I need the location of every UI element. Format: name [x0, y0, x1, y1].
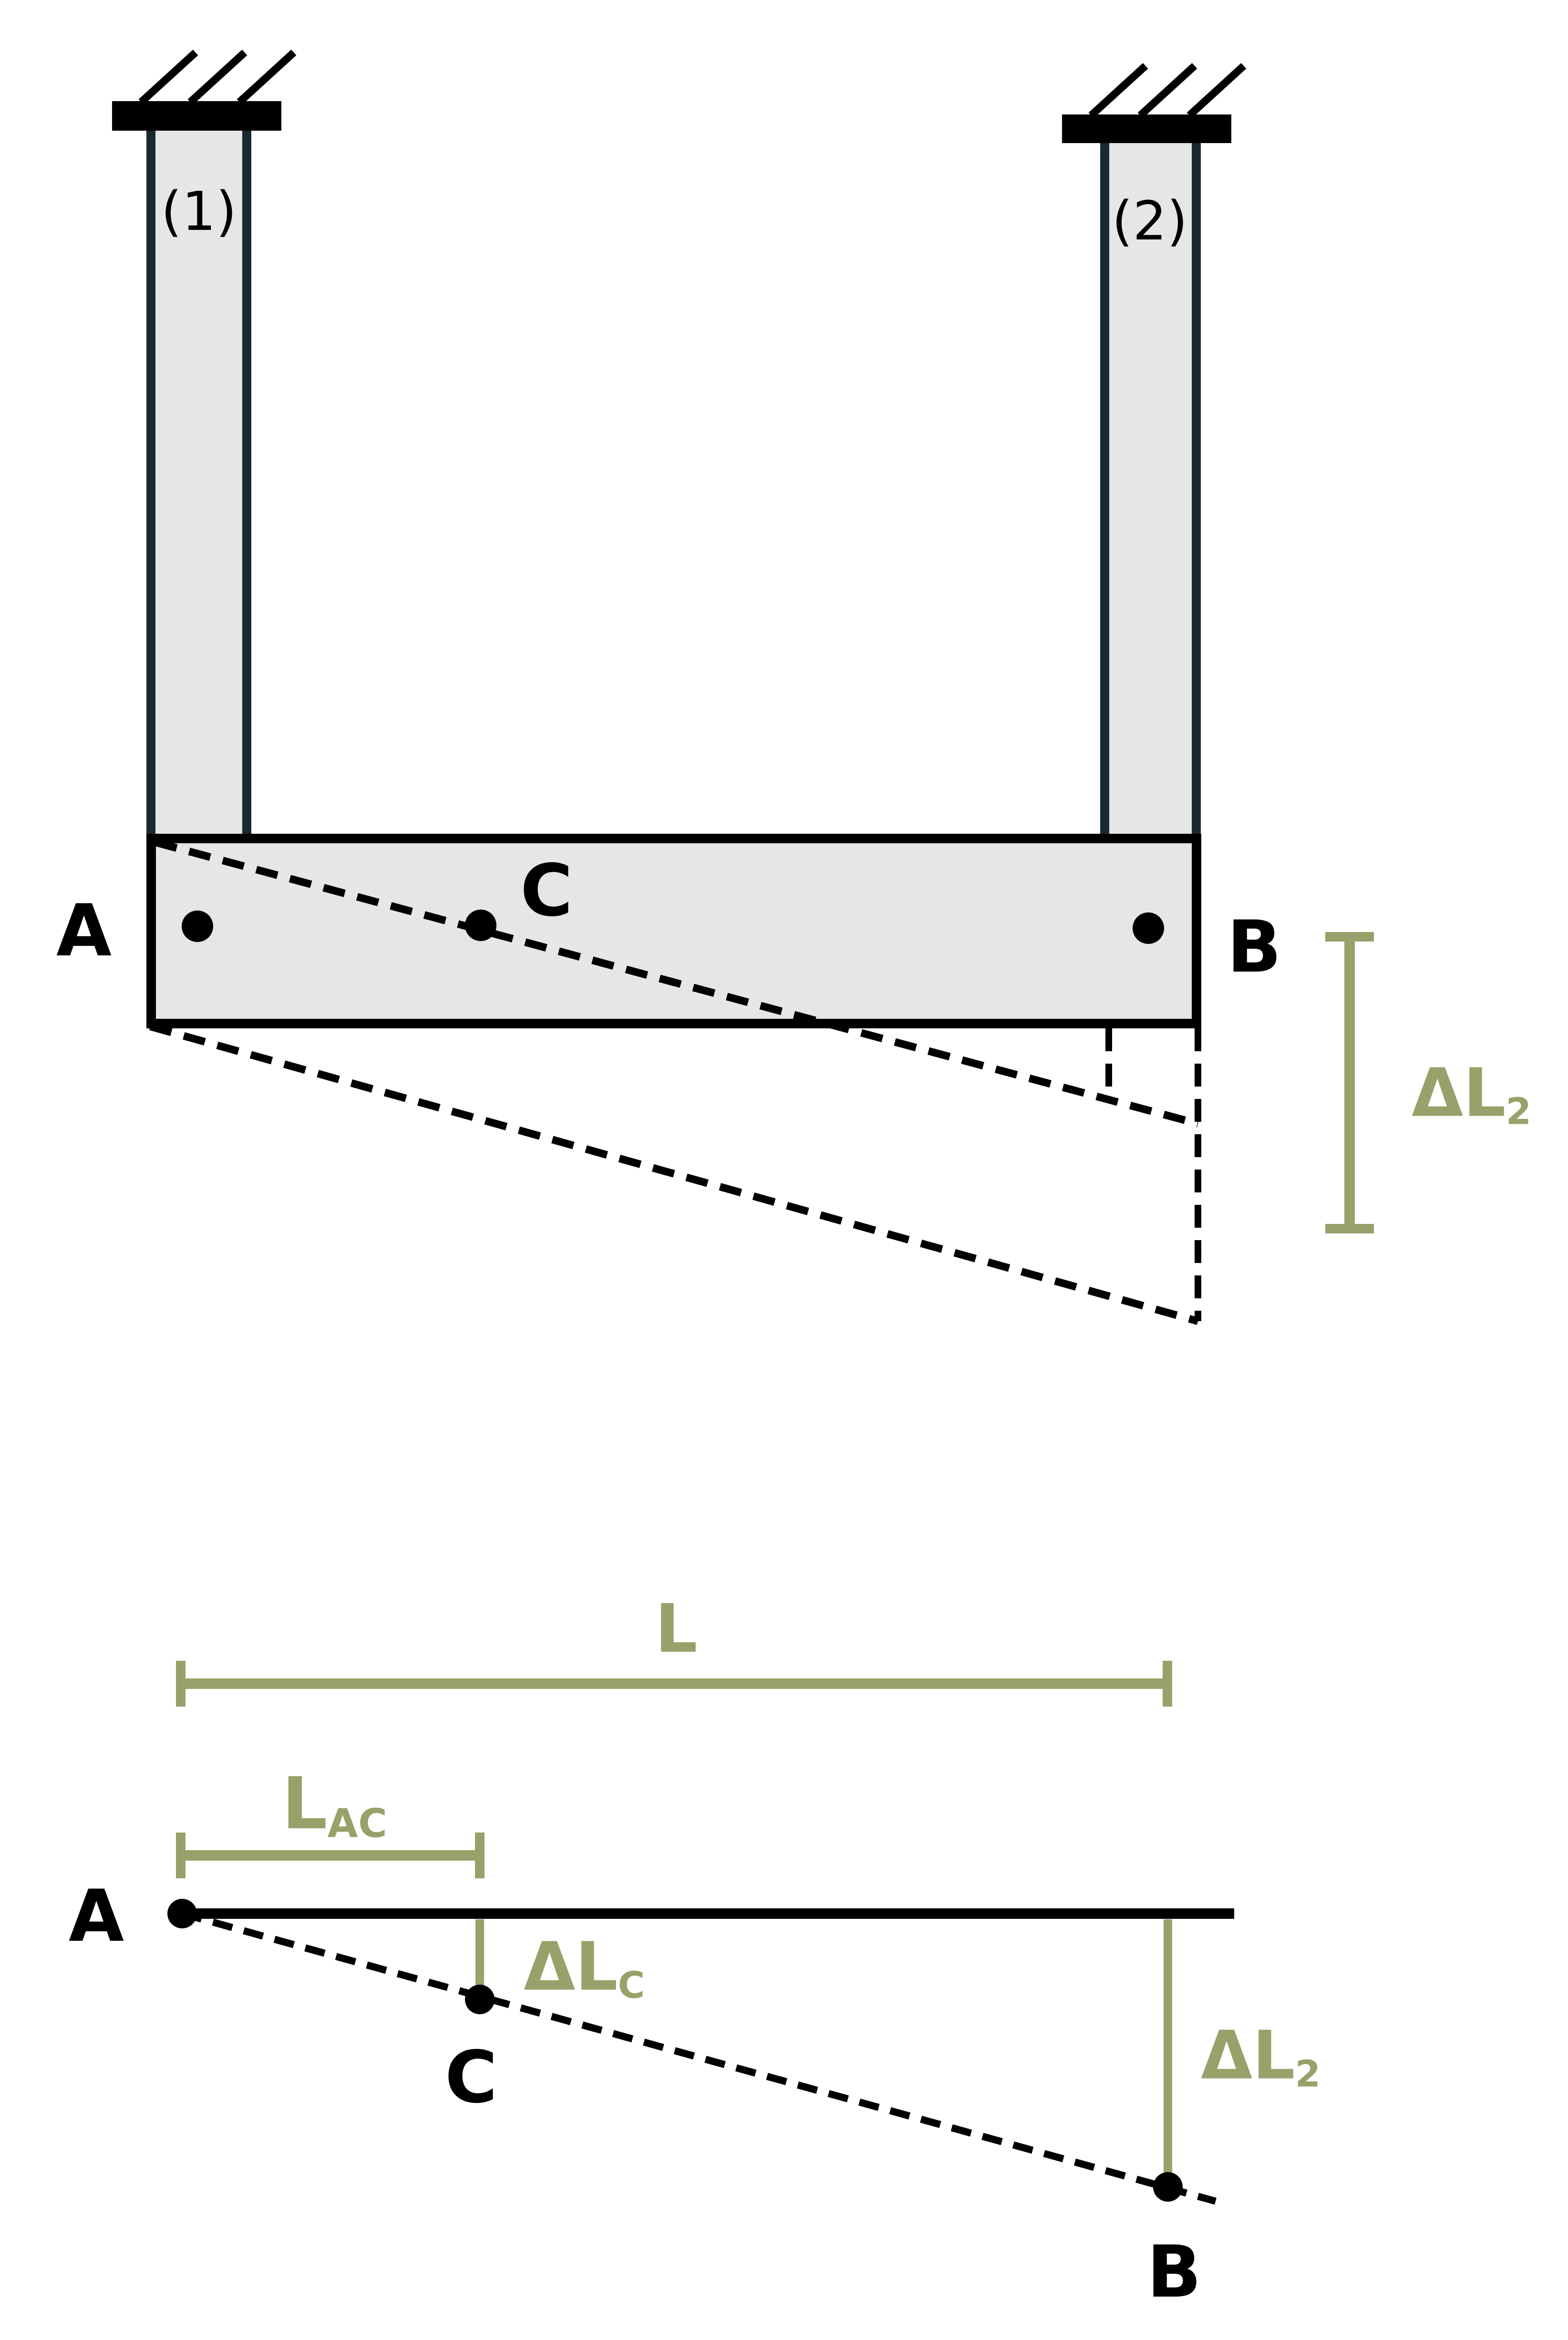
delta-lc-base: ΔL — [524, 1928, 618, 2006]
point-a-dot-upper — [182, 911, 213, 942]
delta-l2-label-lower: ΔL2 — [1201, 2022, 1321, 2096]
delta-l2-dimension-upper — [1325, 932, 1374, 1233]
rigid-bar — [146, 834, 1201, 1028]
hatch-lines-support-2 — [1088, 63, 1247, 118]
delta-l2-sub-lower: 2 — [1295, 2053, 1321, 2096]
delta-lc-sub: C — [618, 1964, 645, 2007]
delta-l2-base-lower: ΔL — [1201, 2017, 1295, 2095]
point-c-label-upper: C — [520, 849, 573, 932]
l-dimension-label: L — [655, 1590, 698, 1668]
point-c-label-lower: C — [444, 2036, 498, 2119]
point-a-label-lower: A — [68, 1875, 124, 1958]
l-ac-dimension-label: LAC — [282, 1768, 388, 1843]
point-a-dot-lower — [167, 1899, 197, 1928]
fixed-support-1 — [112, 101, 281, 131]
rod-2-label: (2) — [1112, 190, 1188, 252]
hatch-lines-support-1 — [138, 50, 297, 105]
rod-1-label: (1) — [161, 181, 237, 243]
l-ac-base: L — [282, 1762, 328, 1846]
delta-l2-label-upper: ΔL2 — [1412, 1060, 1532, 1130]
l-ac-sub: AC — [327, 1801, 388, 1847]
displaced-axis-line — [181, 1910, 1217, 2205]
point-b-dot-lower — [1153, 2172, 1183, 2202]
point-a-label-upper: A — [56, 890, 112, 973]
point-b-label-lower: B — [1146, 2231, 1202, 2314]
delta-lc-label: ΔLC — [524, 1934, 645, 2004]
delta-l2-base-upper: ΔL — [1412, 1054, 1506, 1132]
point-c-dot-lower — [465, 1985, 495, 2014]
rod-1 — [146, 128, 251, 839]
point-c-dot-upper — [465, 910, 496, 941]
rod-2 — [1100, 141, 1201, 839]
point-b-label-upper: B — [1227, 906, 1282, 989]
fixed-support-2 — [1062, 114, 1231, 143]
delta-l2-sub-upper: 2 — [1506, 1090, 1532, 1133]
point-b-dot-upper — [1133, 912, 1164, 944]
